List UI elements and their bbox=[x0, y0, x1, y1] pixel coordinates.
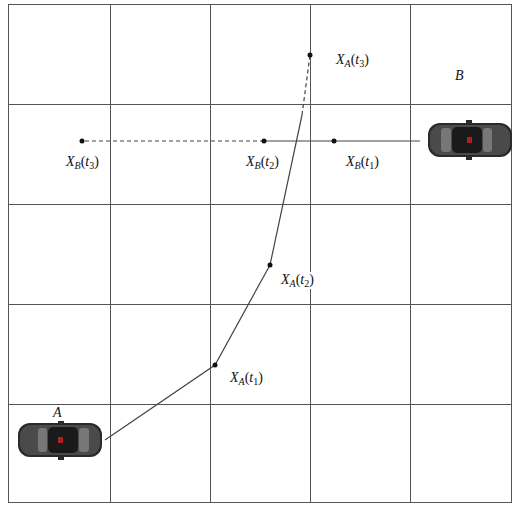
car-a bbox=[18, 420, 102, 460]
position-label: XB(t3) bbox=[64, 154, 101, 171]
position-label: XA(t3) bbox=[334, 52, 371, 69]
path-a bbox=[105, 55, 310, 440]
position-dots bbox=[80, 53, 337, 368]
vehicle-label: B bbox=[453, 68, 466, 84]
position-label: XB(t1) bbox=[344, 154, 381, 171]
position-label: XA(t1) bbox=[228, 370, 265, 387]
car-b bbox=[428, 120, 512, 160]
grid bbox=[8, 4, 512, 503]
vehicle-label: A bbox=[51, 405, 64, 421]
position-label: XB(t2) bbox=[244, 154, 281, 171]
position-label: XA(t2) bbox=[279, 272, 316, 289]
path-b bbox=[82, 140, 420, 141]
